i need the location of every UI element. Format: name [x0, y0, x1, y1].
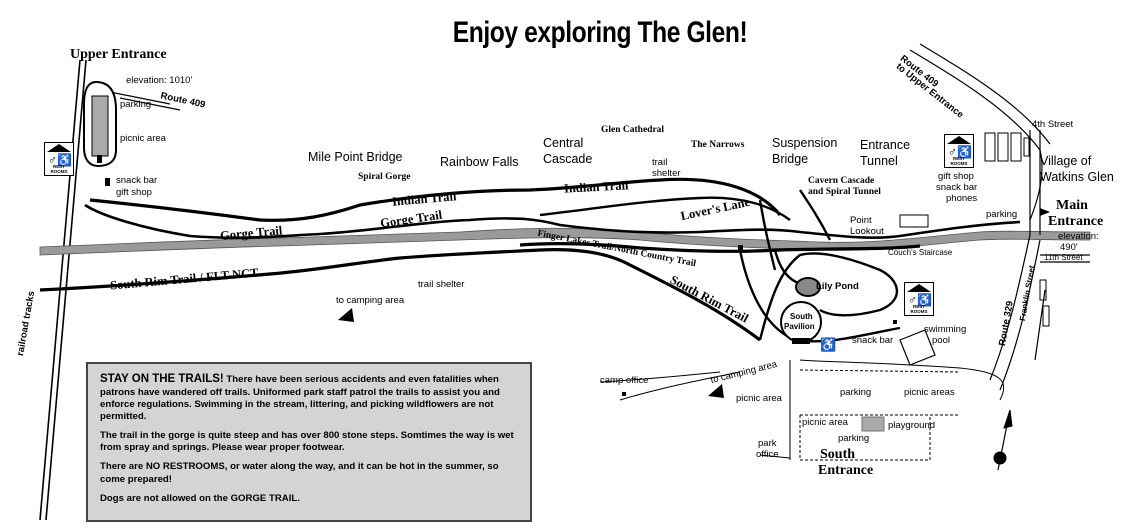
cascade-label: Cascade: [543, 152, 593, 166]
elevation-main-label-2: 490': [1060, 242, 1078, 253]
south-area: [599, 329, 1005, 461]
main-entrance-building: [899, 214, 929, 228]
gift-shop-main-label: gift shop: [938, 171, 974, 182]
village-of-label: Village of: [1040, 154, 1092, 168]
picnic-area-upper-label: picnic area: [120, 133, 166, 144]
camp-office-label: camp office: [600, 375, 649, 386]
cavern-cascade-label: Cavern Cascade: [808, 176, 875, 186]
parking-upper-label: parking: [120, 99, 152, 110]
spiral-tunnel-label: and Spiral Tunnel: [808, 187, 881, 197]
trail-shelter-west-label: trail shelter: [418, 279, 465, 290]
arrows: [338, 208, 1050, 398]
south-pavilion-label-1: South: [790, 312, 813, 321]
bridge-label: Bridge: [772, 152, 809, 166]
notice-paragraph-4: Dogs are not allowed on the GORGE TRAIL.: [100, 492, 300, 504]
park-office-label-2: office: [756, 449, 779, 460]
the-narrows-label: The Narrows: [691, 140, 745, 150]
south-pavilion-building: [792, 338, 810, 344]
restroom-icon: ♂♿: [908, 293, 932, 307]
restroom-icon: ♂♿: [48, 153, 72, 167]
snack-bar-upper-label: snack bar: [116, 175, 158, 186]
entrance-tunnel-label-1: Entrance: [860, 138, 911, 152]
point-lookout-label-2: Lookout: [850, 226, 884, 237]
notice-lead: STAY ON THE TRAILS!: [100, 373, 224, 385]
restroom-south-icon: ♿: [820, 337, 837, 352]
lily-pond-label: Lily Pond: [816, 281, 859, 292]
rainbow-falls-label: Rainbow Falls: [440, 155, 519, 169]
map-title: Enjoy exploring The Glen!: [452, 16, 748, 49]
mile-point-bridge-label: Mile Point Bridge: [308, 150, 403, 164]
phones-label: phones: [946, 193, 978, 204]
south-entrance-label-2: Entrance: [818, 463, 874, 478]
playground-label: playground: [888, 420, 936, 431]
upper-entrance-label: Upper Entrance: [70, 47, 167, 62]
parking-south-label: parking: [840, 387, 872, 398]
notice-paragraph-1: STAY ON THE TRAILS! There have been seri…: [100, 372, 520, 423]
safety-notice: STAY ON THE TRAILS! There have been seri…: [86, 362, 532, 522]
markers: [97, 155, 897, 396]
south-entrance-label-1: South: [820, 447, 856, 462]
to-camping-west-label: to camping area: [336, 295, 405, 306]
glen-cathedral-label: Glen Cathedral: [601, 125, 665, 135]
upper-parking-lot: [83, 80, 117, 168]
entrance-tunnel-label-2: Tunnel: [860, 154, 898, 168]
restroom-upper-sign: ♂♿ REST ROOMS: [44, 142, 74, 176]
elevation-upper-label: elevation: 1010': [126, 75, 193, 86]
south-pavilion-label-2: Pavilion: [784, 322, 815, 331]
fourth-street-label: 4th Street: [1032, 119, 1074, 130]
parking-main-label: parking: [986, 209, 1018, 220]
notice-paragraph-2: The trail in the gorge is quite steep an…: [100, 430, 514, 454]
picnic-areas-label: picnic areas: [904, 387, 955, 398]
main-label: Main: [1056, 198, 1088, 213]
shelter-label: shelter: [652, 168, 681, 179]
suspension-label: Suspension: [772, 136, 838, 150]
picnic-area-south-label: picnic area: [736, 393, 782, 404]
park-office-label-1: park: [758, 438, 777, 449]
roads: [109, 43, 1090, 391]
gorge-trail-line: [84, 203, 1021, 240]
point-lookout-label-1: Point: [850, 215, 872, 226]
restroom-main-sign: ♂♿ REST ROOMS: [944, 134, 974, 168]
gift-shop-upper-label: gift shop: [116, 187, 152, 198]
restroom-south-sign: ♂♿ REST ROOMS: [904, 282, 934, 316]
notice-p1-text: There have been serious accidents and ev…: [100, 374, 500, 422]
pool-label: pool: [932, 335, 950, 346]
spiral-gorge-label: Spiral Gorge: [358, 172, 411, 182]
south-rim-trail-line: [39, 241, 921, 342]
elevation-main-label-1: elevation:: [1058, 231, 1099, 242]
snack-bar-south-label: snack bar: [852, 335, 894, 346]
town-blocks: [984, 132, 1050, 327]
indian-trail-line: [89, 177, 782, 222]
eleventh-street-label: 11th Street: [1044, 253, 1083, 262]
central-label: Central: [543, 136, 584, 150]
picnic-area-lower-label: picnic area: [802, 417, 848, 428]
trail-label: trail: [652, 157, 668, 168]
main-entrance-label: Entrance: [1048, 214, 1104, 229]
watkins-glen-label: Watkins Glen: [1040, 170, 1114, 184]
compass-rose: [993, 409, 1013, 471]
lovers-lane-line: [539, 196, 791, 221]
railroad-tracks: [39, 59, 87, 521]
restroom-icon: ♂♿: [948, 145, 972, 159]
lily-pond: [795, 277, 821, 297]
snack-bar-main-label: snack bar: [936, 182, 978, 193]
parking-lower-label: parking: [838, 433, 870, 444]
swimming-label: swimming: [924, 324, 967, 335]
notice-paragraph-3: There are NO RESTROOMS, or water along t…: [100, 461, 499, 485]
couchs-staircase-label: Couch's Staircase: [888, 248, 953, 257]
